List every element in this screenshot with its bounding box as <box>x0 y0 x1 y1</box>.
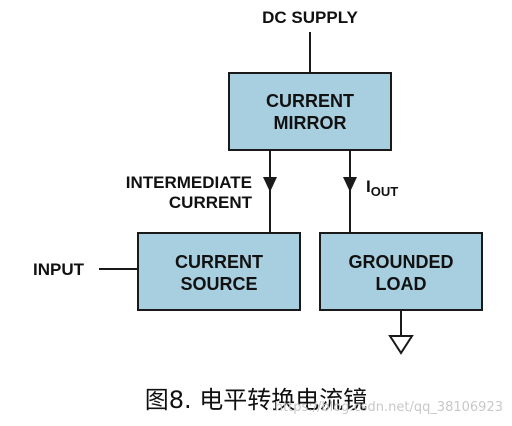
iout-label-main: I <box>366 177 371 196</box>
input-label: INPUT <box>33 260 85 279</box>
watermark-text: https://blog.csdn.net/qq_38106923 <box>275 400 503 415</box>
current-source-label-line2: SOURCE <box>180 274 257 294</box>
grounded-load-label-line1: GROUNDED <box>348 252 453 272</box>
current-mirror-label-line2: MIRROR <box>274 113 347 133</box>
figure-caption: 图8. 电平转换电流镜 <box>145 386 368 414</box>
current-source-label-line1: CURRENT <box>175 252 263 272</box>
grounded-load-label-line2: LOAD <box>376 274 427 294</box>
dc-supply-label: DC SUPPLY <box>262 8 358 27</box>
intermediate-label-line1: INTERMEDIATE <box>126 173 252 192</box>
current-mirror-box <box>228 72 392 151</box>
intermediate-current-arrow <box>263 177 277 192</box>
iout-label-subscript: OUT <box>371 184 399 199</box>
intermediate-label-line2: CURRENT <box>169 193 253 212</box>
ground-symbol-icon <box>388 335 414 355</box>
current-source-box <box>137 232 301 311</box>
current-mirror-label-line1: CURRENT <box>266 91 354 111</box>
grounded-load-box <box>319 232 483 311</box>
iout-arrow <box>343 177 357 192</box>
iout-label: IOUT <box>366 177 398 199</box>
